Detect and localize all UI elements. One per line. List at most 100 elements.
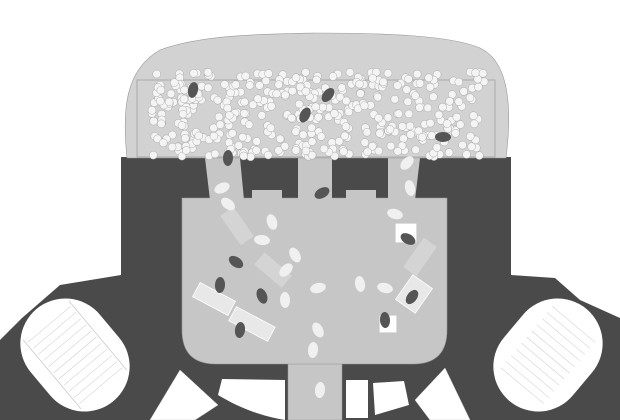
stair-tread [79,367,123,404]
ball [177,151,187,161]
ball [379,77,388,87]
ball [411,91,420,100]
ball [340,131,349,141]
stair-tread [58,342,102,380]
ball [393,146,402,156]
ball [373,92,382,102]
ball [390,94,399,104]
ball [225,111,234,120]
ball [153,134,162,144]
ball [403,97,412,107]
ball [164,97,174,107]
ball [203,68,213,77]
ball [215,120,225,129]
ball [475,151,484,160]
ball [314,113,323,122]
ball [255,81,264,90]
ball [264,150,273,160]
stair-tread [500,367,544,404]
ball [291,73,301,82]
ball [307,150,317,160]
stair-tread [43,324,87,361]
ball [386,141,396,151]
ball [345,68,355,77]
person-figure [222,150,234,166]
stair-tread [27,306,71,343]
stair-tread [63,349,107,386]
ball [402,85,411,94]
ball [398,122,407,131]
person-figure [279,292,291,308]
lower-room-mid [346,380,368,418]
stair-tread [68,355,113,392]
ball [149,116,158,126]
stair-tread [37,318,82,355]
ball [152,69,161,79]
ball [415,79,425,88]
ball [166,89,176,99]
ball [266,123,275,133]
ball [368,142,377,151]
ball [444,148,454,157]
ball [459,87,468,96]
opening-1 [205,158,244,200]
ball [287,113,296,123]
person-figure [279,263,293,277]
ball [209,131,219,141]
ball [226,88,235,98]
person-figure [377,282,393,294]
person-figure [214,277,226,293]
ball [307,137,317,146]
notch-2 [346,190,376,200]
ball [432,143,442,152]
ball [213,95,222,105]
ball [231,80,240,89]
ball [280,142,290,151]
ball [470,119,479,129]
person-figure [400,156,414,170]
person-figure [404,180,416,196]
ball [414,126,423,136]
ball [452,112,461,122]
ball [275,134,285,144]
person-figure [314,382,326,398]
ball [274,80,283,89]
left-stair [20,298,130,412]
stair-tread [53,336,97,374]
person-figure [234,322,246,338]
ball [274,146,283,155]
ball [299,130,308,140]
ball [179,94,189,104]
ball [291,127,300,136]
ball [399,134,408,143]
balls [147,67,489,162]
ball [317,132,326,141]
ball [182,146,191,155]
person-figure [266,214,278,230]
ball [404,74,413,84]
person-figure [299,107,311,123]
ball [301,68,310,77]
ball [425,82,435,92]
ball [375,129,384,138]
ball [342,96,351,106]
ball [363,147,372,157]
ball [252,146,261,155]
ball [241,71,250,81]
ball [312,75,321,85]
ball [356,89,365,98]
ball [458,140,467,150]
ball [248,100,258,110]
ball [307,123,316,133]
ball [257,111,266,120]
ball [442,119,452,128]
ball [238,132,247,142]
ball [344,107,353,117]
ball [245,81,255,90]
left-diagonal-stair [149,369,219,420]
ball [244,120,254,129]
ball [335,92,345,102]
ball [434,110,444,120]
ball [264,69,273,78]
stair-tread [521,342,565,380]
